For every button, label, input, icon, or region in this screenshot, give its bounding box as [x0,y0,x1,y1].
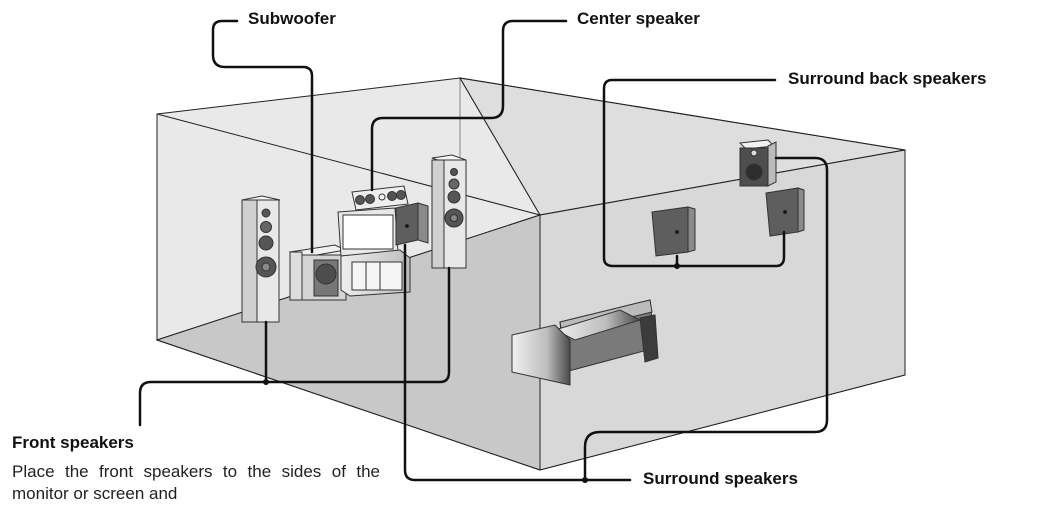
sofa [511,299,659,386]
label-center-speaker: Center speaker [577,9,700,28]
center-speaker [351,185,409,211]
tv-and-cabinet [337,207,411,297]
surround-right-speaker [651,206,696,257]
leader-front [138,266,451,427]
leader-surround-back-top [583,156,829,480]
leader-subwoofer [211,19,314,254]
subwoofer [288,244,347,301]
leader-center [370,19,568,192]
leader-lines [138,19,829,483]
label-surround-speakers: Surround speakers [643,469,798,488]
surround-back-left-speaker [738,139,777,187]
surround-back-right-speaker [765,187,805,237]
leader-surround [403,243,632,482]
label-surround-back-speakers: Surround back speakers [788,69,987,88]
label-front-speakers: Front speakers [12,433,134,452]
label-subwoofer: Subwoofer [248,9,336,28]
front-speakers-description: Place the front speakers to the sides of… [12,462,380,503]
leader-surround-back [602,78,786,268]
front-right-speaker [431,154,467,269]
surround-left-speaker [395,202,429,246]
front-left-speaker [241,195,281,323]
